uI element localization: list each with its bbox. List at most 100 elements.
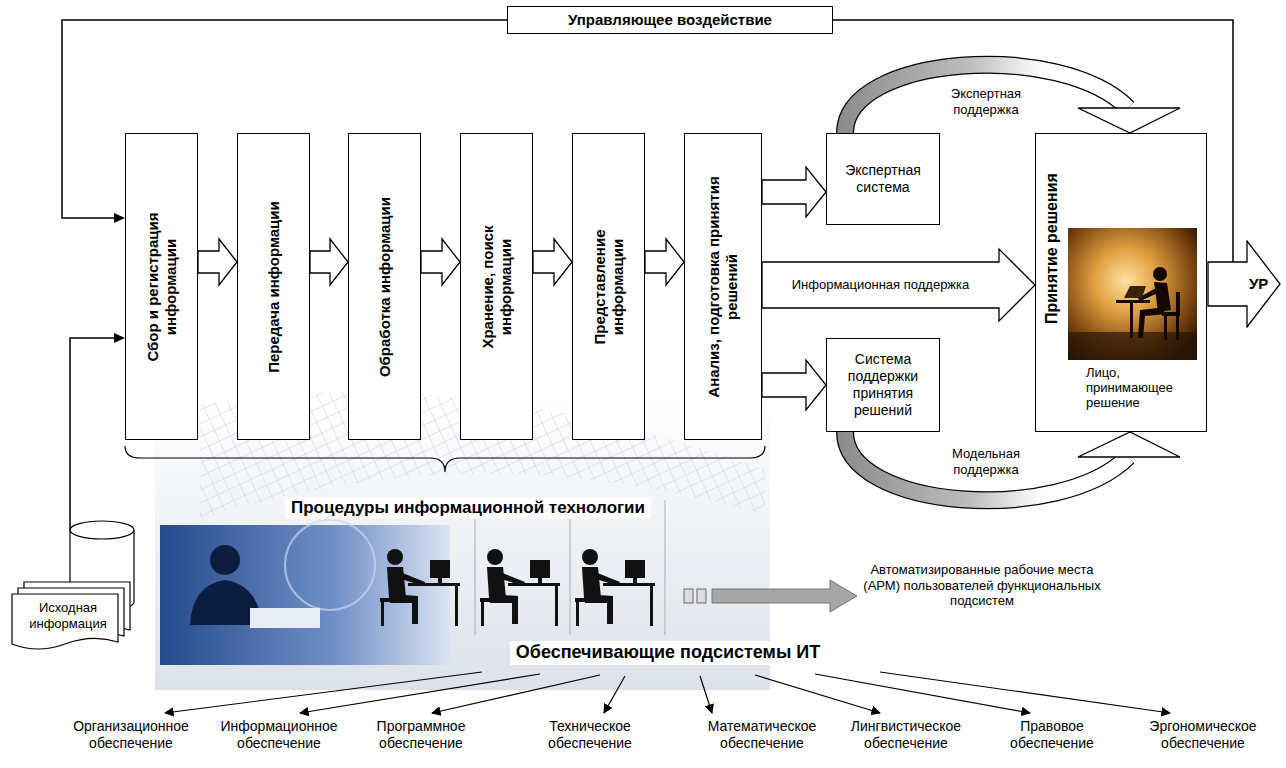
node-text: Хранение, поиск информации — [479, 179, 515, 394]
block-arrow-shape — [421, 239, 460, 285]
process-box: Анализ, подготовка принятия решений — [684, 133, 762, 440]
node-text: Экспертная система — [827, 162, 939, 196]
svg-line — [815, 674, 1030, 713]
edge-label: Экспертная поддержка — [942, 86, 1030, 117]
output-arrow: УР — [1207, 240, 1282, 328]
block-arrow — [198, 239, 237, 285]
block-arrow-shape — [762, 249, 1035, 321]
node-text: УР — [1249, 275, 1268, 293]
block-arrow-shape — [533, 239, 572, 285]
svg-rect — [250, 608, 320, 628]
block-arrow-shape — [310, 239, 348, 285]
svg-rect — [1176, 316, 1179, 340]
node-text: Система поддержки принятия решений — [827, 351, 939, 418]
support-arrow — [845, 65, 1180, 133]
block-arrow — [533, 239, 572, 285]
svg-rect — [1116, 300, 1150, 303]
svg-path — [475, 500, 665, 635]
svg-line — [880, 672, 1170, 713]
subsystem-label: Организационное обеспечение — [61, 718, 201, 752]
node-text: Исходная информация — [14, 600, 122, 631]
document-stack — [12, 582, 130, 649]
subsystem-arrows — [165, 672, 1170, 713]
svg-ellipse — [70, 521, 134, 539]
support-arrow-head — [1078, 108, 1180, 133]
svg-use — [480, 549, 560, 626]
svg-rect — [684, 589, 693, 603]
support-band-outline — [845, 432, 1128, 500]
support-arrow — [845, 432, 1180, 500]
svg-path — [1124, 286, 1146, 298]
block-arrow — [645, 239, 684, 285]
node-text: Анализ, подготовка принятия решений — [705, 172, 741, 402]
support-band — [845, 65, 1128, 133]
svg-rect — [1130, 303, 1133, 338]
edge-label: Управляющее воздействие — [507, 6, 833, 34]
block-arrow-shape — [645, 239, 684, 285]
process-box: Хранение, поиск информации — [460, 133, 533, 440]
connector-line — [70, 338, 115, 530]
arrow-head — [114, 213, 125, 223]
svg-line — [165, 672, 482, 713]
subsystem-label: Лингвистическое обеспечение — [836, 718, 976, 752]
subsystem-label: Техническое обеспечение — [520, 718, 660, 752]
block-arrow-shape — [198, 239, 237, 285]
svg-line — [300, 674, 540, 713]
svg-rect — [1068, 228, 1197, 360]
svg-rect — [1164, 316, 1167, 340]
system-box: Экспертная система — [826, 133, 940, 225]
node-text: Принятие решения — [1042, 148, 1061, 348]
subsystem-label: Информационное обеспечение — [209, 718, 349, 752]
support-band — [845, 432, 1128, 500]
edge-label: Информационная поддержка — [789, 277, 973, 293]
system-box: Система поддержки принятия решений — [826, 338, 940, 432]
block-arrow-outline — [1208, 241, 1280, 327]
process-box: Сбор и регистрация информации — [125, 133, 198, 440]
workstation-note: Автоматизированные рабочие места (АРМ) п… — [862, 562, 1102, 609]
person-photo — [1068, 228, 1197, 360]
block-arrow-shape — [762, 360, 826, 410]
block-arrow-shape — [762, 167, 826, 217]
process-box: Обработка информации — [348, 133, 421, 440]
svg-rect — [1176, 292, 1180, 316]
node-text: Обработка информации — [376, 179, 394, 394]
edge-label: Модельная поддержка — [942, 446, 1030, 477]
svg-line — [604, 676, 625, 713]
procedure-brace — [125, 446, 765, 472]
block-arrow — [762, 167, 826, 217]
support-band-outline — [845, 65, 1128, 133]
support-arrow-head — [1078, 432, 1180, 457]
svg-g — [1116, 267, 1180, 340]
svg-circle — [285, 520, 375, 610]
svg-circle — [1153, 267, 1167, 281]
subsystem-label: Математическое обеспечение — [692, 718, 832, 752]
node-text: Сбор и регистрация информации — [144, 179, 180, 394]
subsystem-label: Эргономическое обеспечение — [1133, 718, 1273, 752]
block-arrow-outline — [1207, 240, 1282, 328]
source-document: Исходная информация — [8, 520, 140, 654]
svg-line — [755, 675, 880, 713]
block-arrow — [310, 239, 348, 285]
block-arrow — [421, 239, 460, 285]
svg-rect — [697, 589, 706, 603]
svg-line — [700, 676, 712, 713]
subsystem-label: Правовое обеспечение — [982, 718, 1122, 752]
svg-path — [1154, 282, 1171, 312]
node-text: Передача информации — [265, 179, 283, 394]
process-box: Передача информации — [237, 133, 310, 440]
block-arrow — [762, 249, 1035, 321]
connector-arrow — [70, 333, 125, 530]
node-text: Представление информации — [591, 179, 627, 394]
subsystem-label: Программное обеспечение — [351, 718, 491, 752]
svg-polygon — [712, 580, 857, 612]
section-caption: Процедуры информационной технологии — [285, 497, 651, 519]
workstation-arrow — [684, 580, 857, 612]
svg-use — [575, 549, 655, 626]
svg-use — [380, 549, 460, 626]
svg-circle — [210, 545, 240, 575]
node-caption: Лицо, принимающее решение — [1086, 366, 1196, 411]
svg-rect — [160, 525, 450, 665]
block-arrow — [762, 360, 826, 410]
section-caption: Обеспечивающие подсистемы ИТ — [510, 641, 826, 665]
